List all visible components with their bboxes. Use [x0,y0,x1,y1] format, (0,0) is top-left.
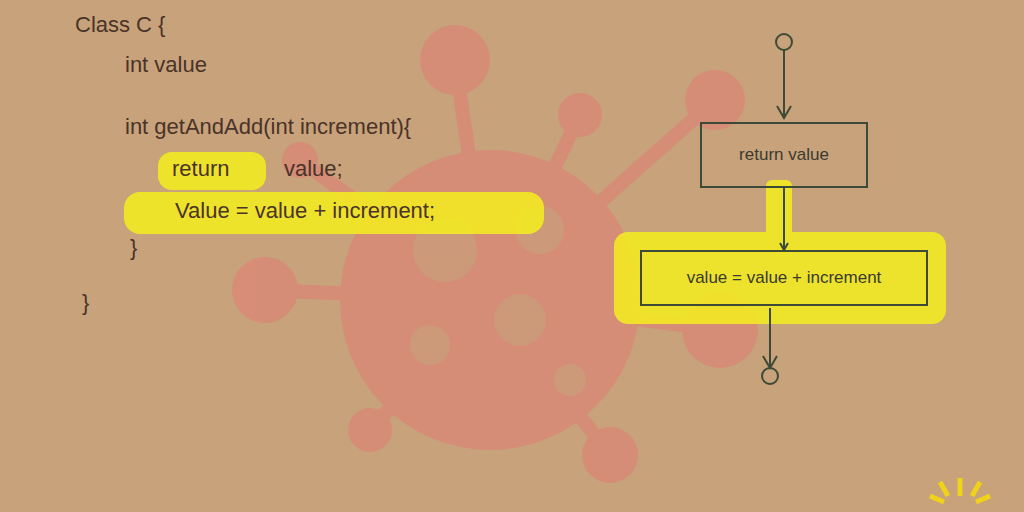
flow-terminals [762,34,792,384]
sunburst [930,478,990,502]
process-box: return value [700,122,868,188]
code-text: } [130,235,137,261]
flow-arrow [783,188,785,250]
box-text: value = value + increment [687,268,882,288]
code-text: Value = value + increment; [175,198,435,224]
code-text: value; [284,156,343,182]
code-text: int value [125,52,207,78]
code-text: return [172,156,229,182]
code-text: } [82,290,89,316]
code-text: Class C { [75,12,165,38]
code-text: int getAndAdd(int increment){ [125,114,411,140]
highlights [124,152,946,324]
box-text: return value [739,145,829,165]
process-box: value = value + increment [640,250,928,306]
